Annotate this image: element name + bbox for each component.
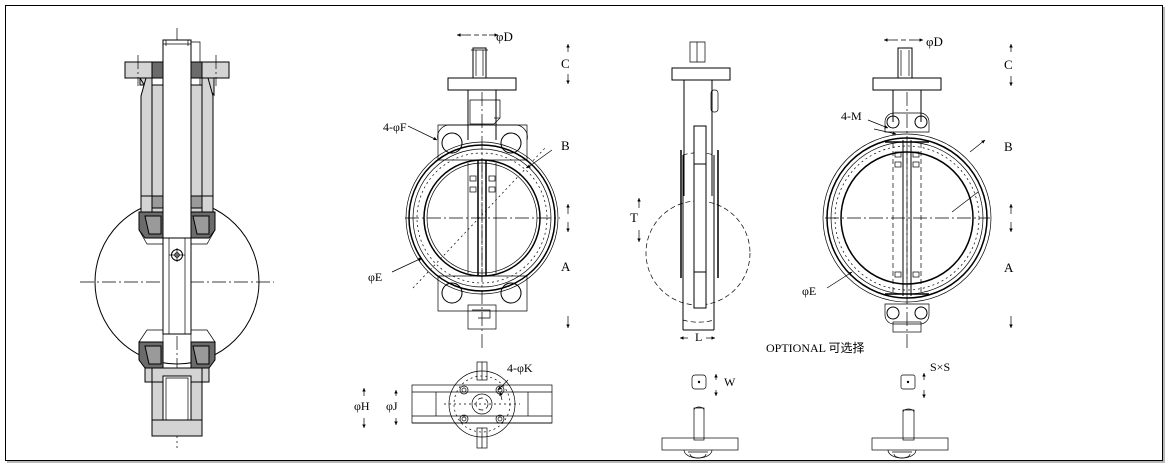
label-phi-h: φH [354,399,370,413]
label-dim-w: W [724,375,736,389]
label-dim-b-lug: B [1004,139,1013,154]
label-phi-j: φJ [386,399,398,413]
label-dim-l: L [695,330,703,344]
optional-caption: OPTIONAL 可选择 [766,341,865,355]
label-4-m: 4-M [841,109,862,123]
label-dim-c-lug: C [1004,57,1013,72]
detail-optional-sxs [871,373,949,459]
label-dim-b-wafer: B [561,138,570,153]
label-dim-a-wafer: A [561,259,571,274]
view-cross-section [80,28,274,448]
label-phi-e-wafer: φE [368,270,383,284]
label-dim-sxs: S×S [930,360,951,374]
label-dim-t: T [630,210,638,225]
label-4-phi-k: 4-φK [507,361,533,375]
view-front-lug [822,38,1013,348]
label-phi-e-lug: φE [802,284,817,298]
view-top-flange [362,361,553,449]
label-phi-d-wafer: φD [496,29,513,44]
detail-optional-w [661,374,739,459]
label-4-phi-f: 4-φF [383,120,407,134]
view-front-wafer [391,33,570,348]
label-dim-a-lug: A [1004,260,1014,275]
label-dim-c-wafer: C [561,56,570,71]
label-phi-d-lug: φD [926,34,943,49]
view-side-profile [637,41,751,340]
